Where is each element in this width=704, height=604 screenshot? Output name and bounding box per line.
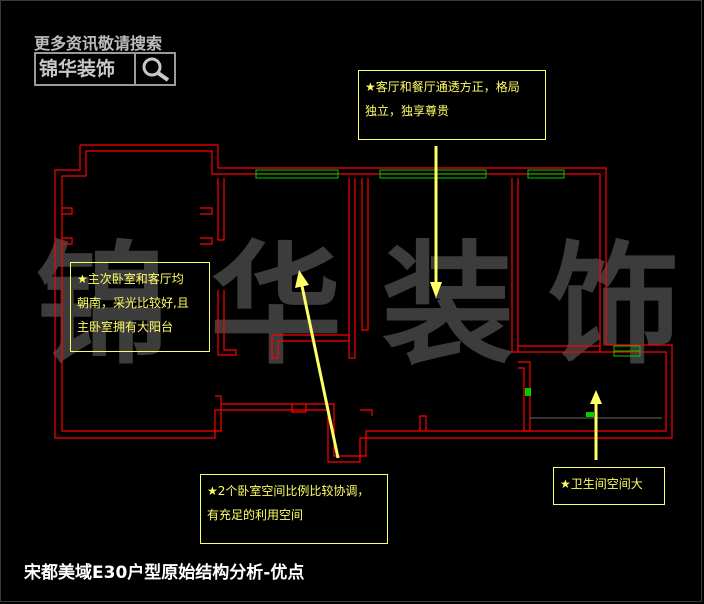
bathroom-left-wall bbox=[518, 361, 531, 432]
bathroom-top-wall bbox=[518, 345, 601, 353]
left-notch-mid bbox=[62, 237, 73, 245]
door-stub bbox=[360, 409, 373, 416]
door-stub bbox=[215, 395, 222, 404]
magnifier-icon bbox=[142, 57, 170, 82]
arrow-bathroom-head bbox=[590, 390, 602, 404]
bedroom-divider-wall-lower bbox=[217, 290, 237, 356]
outer-wall-outer-line bbox=[54, 144, 673, 463]
callout-south-facing: ★主次卧室和客厅均 朝南，采光比较好,且 主卧室拥有大阳台 bbox=[70, 262, 210, 352]
left-notch-upper bbox=[62, 207, 73, 215]
watermark-char: 装 bbox=[382, 228, 516, 383]
bathroom-marker bbox=[586, 412, 594, 417]
callout-living-dining: ★客厅和餐厅通透方正，格局 独立，独享尊贵 bbox=[358, 70, 546, 140]
callout-bedrooms: ★2个卧室空间比例比较协调， 有充足的利用空间 bbox=[200, 474, 388, 544]
watermark-logo: 锦华装饰 bbox=[34, 52, 176, 86]
page-title: 宋都美域E30户型原始结构分析-优点 bbox=[24, 563, 305, 583]
living-divider-wall-right bbox=[361, 178, 369, 331]
watermark-logo-text: 锦华装饰 bbox=[39, 58, 116, 80]
living-divider-wall bbox=[348, 178, 356, 359]
callout-arrows bbox=[295, 146, 602, 460]
bedroom-divider-wall bbox=[217, 178, 225, 241]
watermark-slogan: 更多资讯敬请搜索 bbox=[34, 34, 163, 53]
watermark-logo-divider bbox=[134, 54, 136, 84]
windows bbox=[255, 169, 641, 357]
bedroom2-bottom-wall bbox=[271, 334, 350, 359]
callout-bathroom: ★卫生间空间大 bbox=[553, 467, 665, 505]
bathroom-marker bbox=[525, 388, 531, 396]
dining-divider-wall bbox=[511, 178, 519, 353]
arrow-bedrooms-head bbox=[295, 270, 309, 288]
watermark-char: 锦 bbox=[36, 228, 170, 383]
arrow-living-head bbox=[430, 282, 442, 298]
left-notch-lower bbox=[200, 237, 213, 245]
door-stub bbox=[291, 404, 307, 413]
left-notch-right bbox=[200, 207, 213, 215]
arrow-bedrooms bbox=[300, 285, 340, 459]
door-stub bbox=[419, 415, 427, 431]
